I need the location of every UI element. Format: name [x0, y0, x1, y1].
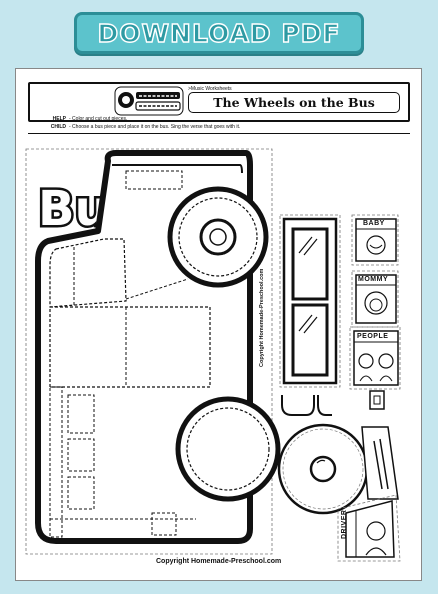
instruction-child: CHILD- Choose a bus piece and place it o… [44, 124, 241, 130]
light-piece [369, 390, 385, 410]
copyright-bottom: Copyright Homemade-Preschool.com [156, 558, 282, 565]
copyright-vertical: Copyright Homemade-Preschool.com [259, 268, 265, 367]
baby-label: BABY [363, 220, 385, 227]
people-label: PEOPLE [357, 333, 389, 340]
people-piece [349, 326, 401, 390]
worksheet-art: Bus [25, 148, 401, 562]
worksheet-title: The Wheels on the Bus [213, 95, 375, 110]
driver-piece [337, 494, 401, 562]
bumper-piece-small [317, 395, 332, 416]
header-divider [28, 133, 410, 134]
mommy-piece [351, 270, 399, 328]
instruction-who: CHILD [50, 124, 66, 130]
spare-wheel-piece [277, 423, 369, 515]
homemade-preschool-logo [114, 86, 184, 116]
worksheet-series: >Music Worksheets [188, 86, 232, 92]
baby-piece [351, 214, 399, 266]
instruction-who: HELP [52, 116, 66, 122]
instruction-help: HELP- Color and cut out pieces. [44, 116, 128, 122]
bumper-piece [281, 395, 315, 416]
bus-cut-border [25, 148, 273, 555]
title-box: The Wheels on the Bus [188, 92, 400, 113]
instruction-text: - Color and cut out pieces. [69, 116, 128, 122]
bus-wheel-bottom [175, 396, 281, 502]
worksheet: >Music Worksheets The Wheels on the Bus … [15, 68, 422, 581]
driver-label: DRIVER [341, 509, 348, 539]
mommy-label: MOMMY [358, 276, 389, 283]
door-piece [279, 214, 341, 388]
download-pdf-button[interactable]: DOWNLOAD PDF [74, 12, 364, 54]
download-pdf-label: DOWNLOAD PDF [97, 18, 341, 48]
header-frame [28, 82, 410, 122]
wiper-piece [361, 426, 399, 500]
bus-wheel-top [167, 186, 269, 288]
instruction-text: - Choose a bus piece and place it on the… [69, 124, 241, 130]
